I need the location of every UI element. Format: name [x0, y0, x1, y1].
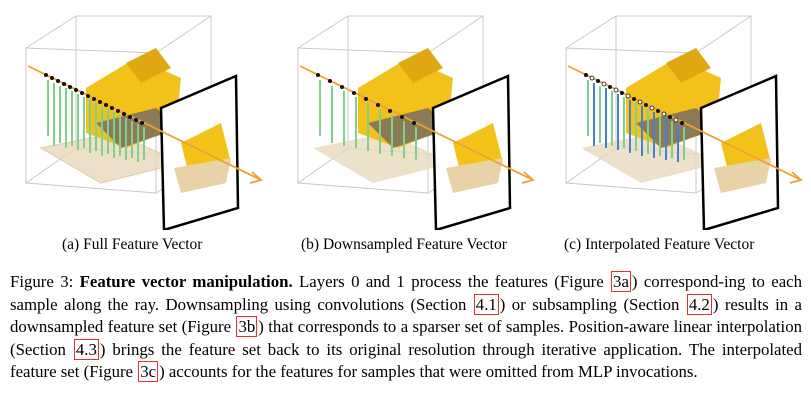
caption-text-4: ) results in a downsampled feature set (…	[10, 294, 802, 337]
feature-lines	[587, 80, 685, 162]
section-ref-4-2[interactable]: 4.2	[686, 293, 712, 315]
sample-points	[44, 73, 144, 125]
figure-ref-3a[interactable]: 3a	[611, 271, 631, 292]
panel-b	[278, 8, 540, 230]
subcaption-b: (b) Downsampled Feature Vector	[301, 236, 507, 253]
panel-c-illustration	[565, 15, 803, 230]
caption-title: Feature vector manipulation.	[79, 272, 293, 291]
feature-lines	[47, 80, 145, 162]
ray-arrow	[299, 65, 535, 184]
figure-label: Figure 3:	[10, 272, 74, 291]
caption-text-6: ) brings the feature set back to its ori…	[10, 339, 802, 382]
sample-points	[316, 73, 416, 125]
floor-grid	[581, 133, 721, 183]
caption-text-3: ) or subsampling (Section	[499, 294, 686, 314]
caption-text-7: ) accounts for the features for samples …	[159, 362, 698, 382]
caption-text-2: ) correspond-ing to each sample along th…	[10, 272, 802, 314]
caption-text-1: Layers 0 and 1 process the features (Fig…	[299, 272, 611, 291]
section-ref-4-1[interactable]: 4.1	[473, 293, 499, 315]
subcaption-c: (c) Interpolated Feature Vector	[564, 236, 755, 253]
feature-lines	[319, 80, 417, 160]
panel-a	[6, 8, 268, 230]
floor-grid	[313, 133, 453, 183]
figure-ref-3b[interactable]: 3b	[236, 316, 258, 338]
panel-b-illustration	[297, 15, 535, 230]
section-ref-4-3[interactable]: 4.3	[73, 338, 99, 360]
ray-arrow	[27, 65, 263, 184]
image-plane	[431, 74, 512, 230]
figure-caption: Figure 3: Feature vector manipulation. L…	[10, 271, 802, 384]
panel-a-illustration	[25, 15, 263, 230]
sample-points	[584, 73, 684, 125]
caption-text-5: ) that corresponds to a sparser set of s…	[10, 317, 802, 359]
panel-c	[546, 8, 808, 230]
subcaption-a: (a) Full Feature Vector	[62, 236, 203, 253]
bulldozer-3d-model	[358, 48, 453, 148]
figure-ref-3c[interactable]: 3c	[138, 361, 159, 383]
ray-arrow	[567, 65, 803, 184]
